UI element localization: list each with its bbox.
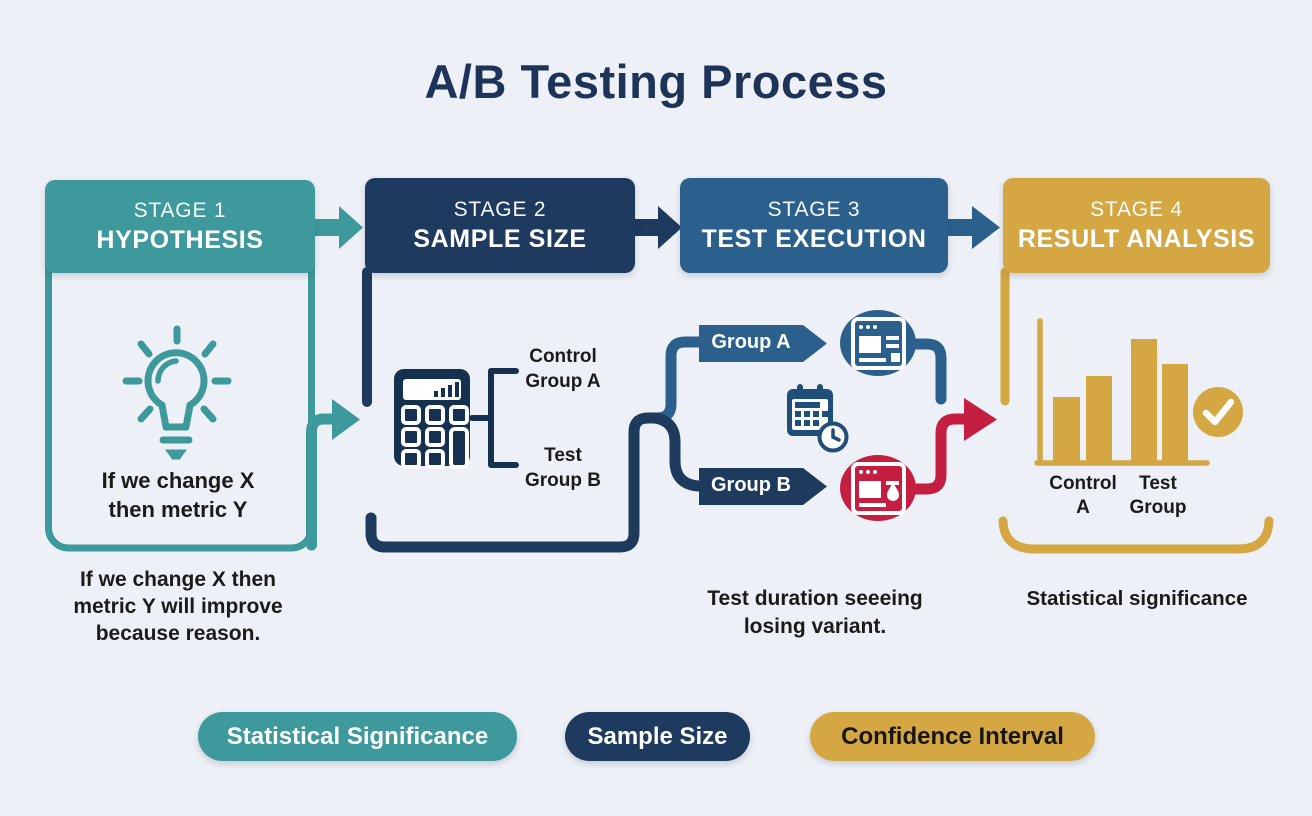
stage-1-name: HYPOTHESIS [96, 225, 264, 254]
browser-variant-icon [851, 462, 906, 515]
test-group-b-label: Test Group B [525, 445, 601, 491]
stage-1-box: STAGE 1 HYPOTHESIS [45, 180, 315, 273]
arrow-stage2-stage3-icon [633, 206, 682, 249]
group-a-circle [840, 310, 916, 376]
group-bracket-connector [469, 368, 519, 468]
stage2-to-stage3-connector [365, 412, 658, 553]
calendar-clock-icon [787, 384, 849, 453]
group-a-banner [699, 325, 827, 362]
group-b-result-connector-arrow [906, 398, 997, 495]
legend-pill-confidence-interval: Confidence Interval [810, 712, 1095, 761]
arrow-stage3-stage4-icon [946, 206, 1000, 249]
control-group-a-label: Control Group A [525, 346, 601, 392]
legend-pill-sample-size: Sample Size [565, 712, 750, 761]
group-a-banner-label: Group A [711, 331, 791, 353]
bar-chart-icon [1034, 318, 1210, 466]
chart-test-group-label: Test Group [1129, 473, 1187, 518]
stage-4-box: STAGE 4 RESULT ANALYSIS [1003, 178, 1270, 273]
stage-3-box: STAGE 3 TEST EXECUTION [680, 178, 948, 273]
branch-to-group-b [644, 412, 706, 492]
stage-1-label: STAGE 1 [133, 198, 227, 222]
hypothesis-statement: If we change X then metric Y [101, 468, 255, 522]
group-b-banner [699, 468, 827, 505]
test-duration-note: Test duration seeeing losing variant. [707, 587, 923, 638]
stage-4-name: RESULT ANALYSIS [1017, 224, 1256, 253]
group-a-result-connector [908, 338, 947, 405]
stage4-underline-swoosh [998, 516, 1274, 554]
hypothesis-connector-arrow [306, 399, 360, 551]
statistical-significance-note: Statistical significance [1026, 587, 1248, 610]
page-title: A/B Testing Process [424, 55, 888, 108]
group-b-banner-label: Group B [711, 474, 791, 496]
branch-to-group-a [644, 336, 704, 424]
stage-3-label: STAGE 3 [767, 197, 861, 221]
group-b-circle [840, 455, 916, 521]
stage-2-box: STAGE 2 SAMPLE SIZE [365, 178, 635, 273]
lightbulb-icon [122, 325, 232, 460]
stage-3-name: TEST EXECUTION [701, 224, 927, 253]
hypothesis-note: If we change X then metric Y will improv… [73, 568, 283, 645]
chart-control-a-label: Control A [1049, 473, 1117, 518]
calculator-icon [394, 369, 470, 469]
checkmark-icon [1193, 387, 1243, 437]
browser-icon [851, 317, 906, 370]
arrow-stage1-stage2-icon [313, 206, 363, 249]
stage-2-name: SAMPLE SIZE [413, 224, 587, 253]
stage-4-label: STAGE 4 [1090, 197, 1183, 221]
legend-pill-statistical-significance: Statistical Significance [198, 712, 517, 761]
stage-2-label: STAGE 2 [453, 197, 547, 221]
